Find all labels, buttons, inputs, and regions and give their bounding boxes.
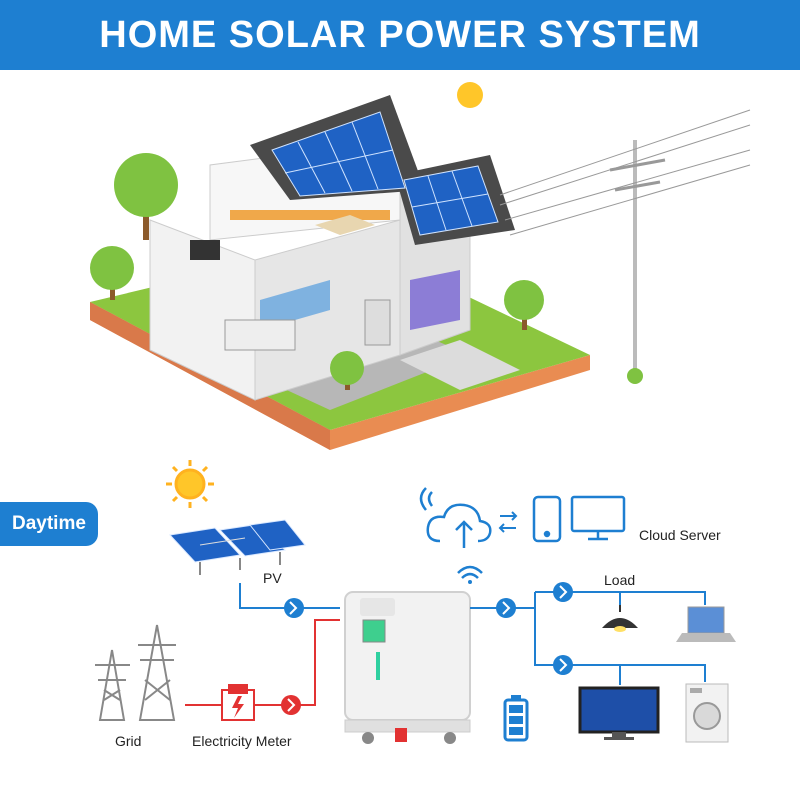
pv-panel-array [168,519,306,575]
cloud-upload-icon [426,503,492,548]
phone-icon [532,495,562,543]
grid-label: Grid [115,733,142,749]
wifi-icon [419,487,434,511]
load-label: Load [604,572,636,588]
tree-right [504,280,544,330]
utility-pole [499,109,751,384]
electricity-meter-label: Electricity Meter [192,733,292,749]
energy-storage-unit [344,591,471,744]
tree-left-large [114,153,178,240]
page-title: HOME SOLAR POWER SYSTEM [0,0,800,70]
roof-solar-panels [271,111,499,236]
cloud-server-label: Cloud Server [639,527,721,543]
laundry-room [410,270,460,330]
arrow-right-icon [553,655,573,675]
grid-flow-line [185,619,340,706]
energy-flow-diagram [95,460,736,744]
pv-label: PV [263,570,282,586]
pv-flow-line [239,583,340,609]
washing-machine-icon [685,683,729,743]
grid-tower-icon [95,624,176,721]
battery-icon [503,695,529,742]
arrow-right-icon [553,582,573,602]
electricity-meter-icon [221,684,255,721]
tv [190,240,220,260]
arrow-right-icon [284,598,304,618]
tree-left-small [90,246,134,300]
sun-icon [457,82,483,108]
mode-badge: Daytime [0,502,98,546]
arrow-right-icon [281,695,301,715]
lamp-icon [602,605,638,632]
arrow-right-icon [496,598,516,618]
laptop-icon [676,606,736,642]
bed [315,215,375,235]
house-illustration [90,82,751,450]
wifi-icon [457,565,483,584]
sun-icon [166,460,214,508]
sync-arrows-icon [498,511,518,533]
sofa [260,280,330,330]
tv-icon [578,686,660,740]
monitor-icon [570,495,626,541]
tree-front [330,351,364,390]
